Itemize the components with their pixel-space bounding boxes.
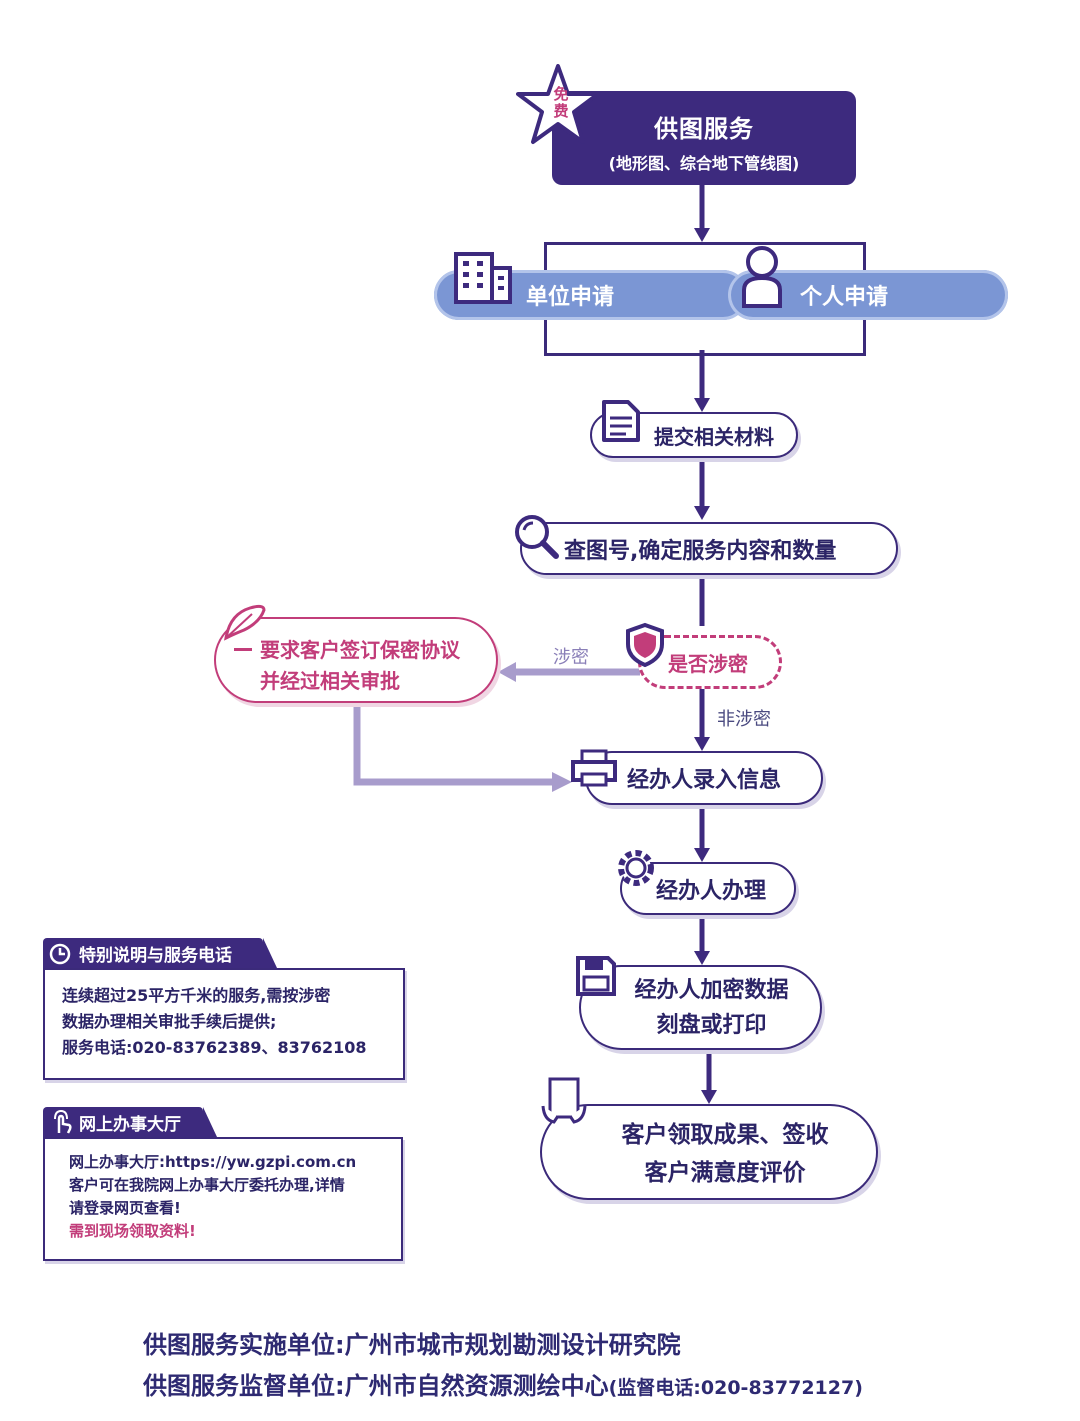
step-check-label: 查图号,确定服务内容和数量	[564, 538, 837, 564]
floppy-disk-icon	[576, 956, 616, 996]
finish-line-1: 客户领取成果、签收	[621, 1122, 829, 1148]
encrypt-line-2: 刻盘或打印	[656, 1013, 767, 1038]
shield-icon	[626, 622, 664, 668]
footer-implementer: 供图服务实施单位:广州市城市规划勘测设计研究院	[143, 1331, 681, 1359]
special-tab-notch	[263, 938, 277, 968]
start-box: 供图服务 (地形图、综合地下管线图)	[552, 91, 856, 185]
online-tab-notch	[203, 1107, 217, 1137]
secret-line-1: 要求客户签订保密协议	[260, 638, 460, 662]
online-note-tab: 网上办事大厅	[43, 1107, 203, 1137]
special-line-1: 连续超过25平方千米的服务,需按涉密	[62, 986, 331, 1005]
special-note-text: 连续超过25平方千米的服务,需按涉密 数据办理相关审批手续后提供; 服务电话:0…	[62, 983, 367, 1061]
online-line-3: 请登录网页查看!	[69, 1199, 181, 1217]
special-note-box	[43, 968, 405, 1080]
special-note-tab: 特别说明与服务电话	[43, 938, 263, 968]
online-line-1[interactable]: 网上办事大厅:https://yw.gzpi.com.cn	[69, 1153, 357, 1171]
printer-icon	[571, 749, 617, 787]
free-badge: 免费	[553, 85, 569, 120]
footer-supervisor: 供图服务监督单位:广州市自然资源测绘中心(监督电话:020-83772127)	[143, 1366, 863, 1401]
gear-icon	[618, 850, 654, 886]
building-icon	[454, 252, 512, 304]
secret-line-2: 并经过相关审批	[260, 669, 400, 693]
search-icon	[515, 515, 559, 559]
step-encrypt-text: 经办人加密数据 刻盘或打印	[579, 973, 844, 1043]
star-badge-icon	[516, 64, 600, 144]
person-apply-label: 个人申请	[800, 285, 889, 310]
secret-requirement-box	[214, 617, 498, 703]
feather-icon	[224, 604, 266, 641]
step-check: 查图号,确定服务内容和数量	[520, 522, 898, 575]
step-handle-label: 经办人办理	[656, 878, 767, 904]
step-submit: 提交相关材料	[590, 412, 798, 458]
footer-supervisor-main: 供图服务监督单位:广州市自然资源测绘中心	[143, 1372, 609, 1400]
secret-branch-label: 涉密	[553, 647, 589, 668]
start-subtitle: (地形图、综合地下管线图)	[608, 154, 800, 173]
online-note-text: 网上办事大厅:https://yw.gzpi.com.cn 客户可在我院网上办事…	[69, 1151, 356, 1243]
online-note-title: 网上办事大厅	[79, 1114, 181, 1135]
special-note-title: 特别说明与服务电话	[79, 945, 232, 966]
nonsecret-branch-label: 非涉密	[717, 709, 771, 730]
step-finish-text: 客户领取成果、签收 客户满意度评价	[580, 1116, 870, 1192]
step-input: 经办人录入信息	[585, 751, 823, 805]
secret-requirement-text: 要求客户签订保密协议 并经过相关审批	[260, 635, 460, 697]
special-line-2: 数据办理相关审批手续后提供;	[62, 1012, 277, 1031]
online-line-4: 需到现场领取资料!	[69, 1222, 196, 1240]
step-submit-label: 提交相关材料	[654, 424, 774, 449]
step-finish	[540, 1104, 878, 1200]
footer-supervisor-phone: (监督电话:020-83772127)	[608, 1377, 863, 1399]
step-handle: 经办人办理	[620, 862, 796, 915]
touch-icon	[54, 1109, 72, 1134]
clock-icon	[49, 943, 71, 965]
decision-label: 是否涉密	[668, 652, 748, 676]
document-icon	[602, 400, 640, 442]
start-title: 供图服务	[654, 115, 754, 143]
secret-bullet	[234, 648, 252, 651]
finish-line-2: 客户满意度评价	[644, 1160, 806, 1186]
step-encrypt	[579, 965, 822, 1050]
tablet-hands-icon	[541, 1077, 587, 1124]
online-line-2: 客户可在我院网上办事大厅委托办理,详情	[69, 1176, 345, 1194]
encrypt-line-1: 经办人加密数据	[634, 978, 789, 1003]
unit-apply-label: 单位申请	[526, 285, 615, 310]
step-input-label: 经办人录入信息	[627, 768, 782, 793]
online-note-box	[43, 1137, 403, 1261]
person-icon	[742, 246, 782, 308]
special-line-3: 服务电话:020-83762389、83762108	[62, 1038, 367, 1057]
